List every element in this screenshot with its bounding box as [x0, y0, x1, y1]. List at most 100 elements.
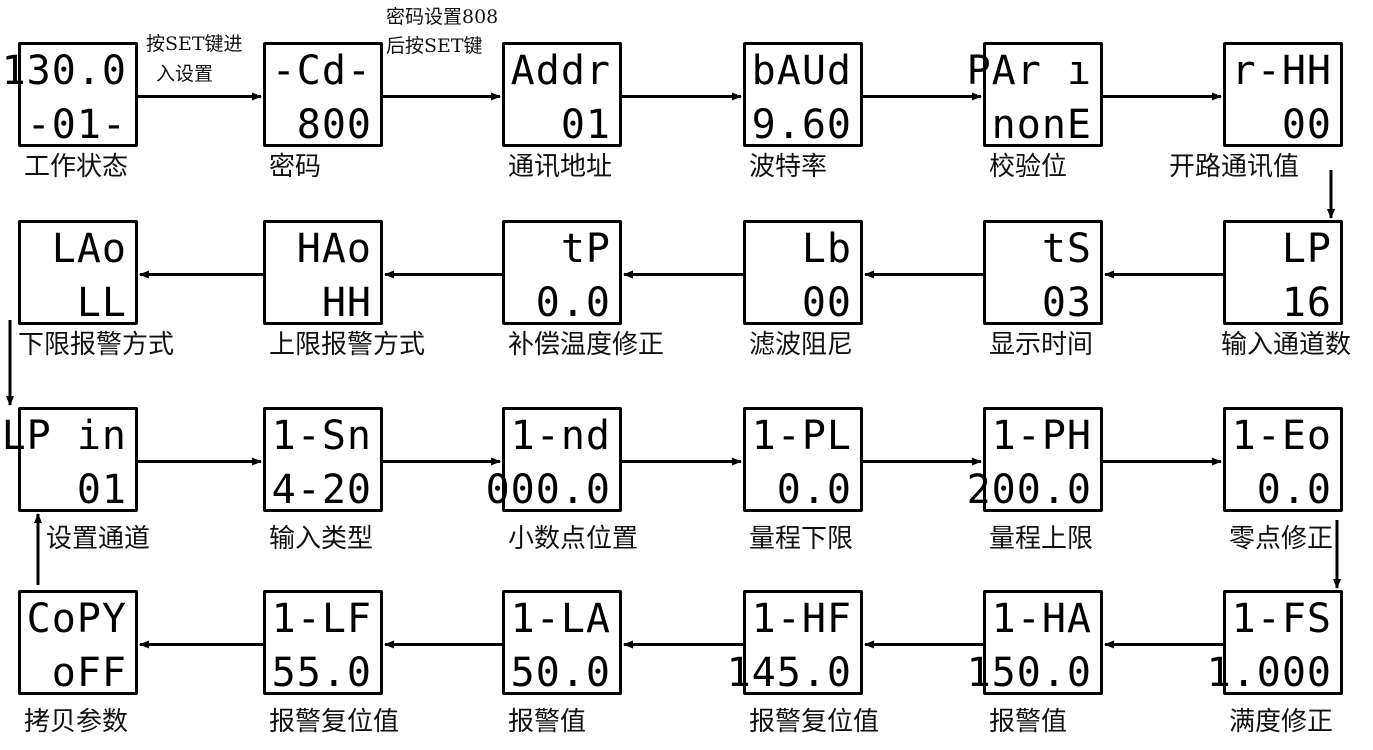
display-box: tS 03 [983, 220, 1103, 325]
display-line-1: 1-LF [271, 596, 372, 642]
display-box: 1-FS 1.000 [1207, 590, 1343, 695]
parameter-label: 满度修正 [1229, 707, 1334, 737]
parameter-label: 报警复位值 [749, 707, 880, 737]
display-line-2: oFF [51, 650, 127, 696]
parameter-label: 输入通道数 [1221, 330, 1352, 360]
display-line-1: 1-FS [1231, 596, 1332, 642]
parameter-label: 波特率 [749, 152, 828, 182]
display-line-2: 150.0 [966, 650, 1092, 696]
display-line-2: 000.0 [485, 467, 611, 513]
display-line-2: 55.0 [271, 650, 372, 696]
display-box: Lb 00 [743, 220, 863, 325]
display-line-1: -Cd- [271, 48, 372, 94]
display-line-2: 200.0 [966, 467, 1092, 513]
parameter-label: 工作状态 [24, 152, 129, 182]
display-box: CoPY oFF [18, 590, 138, 695]
parameter-label: 上限报警方式 [269, 330, 426, 360]
display-box: bAUd 9.60 [743, 42, 863, 147]
display-line-1: 1-nd [510, 413, 611, 459]
display-line-1: 1-HA [991, 596, 1092, 642]
display-line-2: 0.0 [535, 280, 611, 326]
display-line-1: CoPY [26, 596, 127, 642]
parameter-label: 拷贝参数 [24, 707, 129, 737]
display-box: -Cd- 800 [263, 42, 383, 147]
display-line-2: 01 [76, 467, 127, 513]
parameter-label: 报警值 [508, 707, 587, 737]
display-line-1: bAUd [751, 48, 852, 94]
display-box: 1-LF 55.0 [263, 590, 383, 695]
parameter-label: 小数点位置 [508, 524, 639, 554]
display-line-1: 1-PL [751, 413, 852, 459]
display-line-2: 01 [560, 102, 611, 148]
display-line-2: LL [76, 280, 127, 326]
parameter-label: 补偿温度修正 [508, 330, 665, 360]
display-line-2: 0.0 [1256, 467, 1332, 513]
display-line-1: PAr ı [966, 48, 1092, 94]
parameter-label: 校验位 [989, 152, 1068, 182]
display-box: LP 16 [1223, 220, 1343, 325]
display-line-2: 00 [801, 280, 852, 326]
display-line-1: HAo [296, 226, 372, 272]
display-box: LP in 01 [2, 407, 138, 513]
display-line-1: tS [1041, 226, 1092, 272]
display-line-2: -01- [26, 102, 127, 148]
parameter-label: 输入类型 [269, 524, 374, 554]
parameter-label: 开路通讯值 [1169, 152, 1300, 182]
display-line-2: 145.0 [726, 650, 852, 696]
display-box: 1-HF 145.0 [727, 590, 863, 695]
display-line-1: 130.0 [1, 48, 127, 94]
parameter-label: 设置通道 [46, 524, 151, 554]
set-enter-note-line1: 按SET键进 [146, 33, 243, 55]
display-box: 1-Eo 0.0 [1223, 407, 1343, 512]
display-box: r-HH 00 [1223, 42, 1343, 147]
display-line-1: LP in [1, 413, 127, 459]
display-line-1: 1-LA [510, 596, 611, 642]
set-enter-note-line2: 入设置 [156, 63, 214, 85]
parameter-label: 下限报警方式 [18, 330, 175, 360]
display-box: 1-PL 0.0 [743, 407, 863, 512]
parameter-label: 滤波阻尼 [749, 330, 854, 360]
display-line-1: Addr [510, 48, 611, 94]
display-line-1: Lb [801, 226, 852, 272]
display-box: 130.0 -01- [2, 42, 138, 148]
password-note-line2: 后按SET键 [386, 35, 483, 57]
display-line-2: 0.0 [776, 467, 852, 513]
display-box: 1-LA 50.0 [502, 590, 622, 695]
display-line-1: 1-PH [991, 413, 1092, 459]
display-line-2: 03 [1041, 280, 1092, 326]
parameter-label: 报警复位值 [269, 707, 400, 737]
display-line-2: 9.60 [751, 102, 852, 148]
display-box: 1-HA 150.0 [967, 590, 1103, 695]
display-line-2: 00 [1281, 102, 1332, 148]
display-line-2: 50.0 [510, 650, 611, 696]
display-line-2: 800 [296, 102, 372, 148]
parameter-label: 零点修正 [1229, 524, 1334, 554]
display-box: PAr ı nonE [967, 42, 1103, 148]
display-box: 1-PH 200.0 [967, 407, 1103, 512]
display-box: 1-Sn 4-20 [263, 407, 383, 512]
display-line-2: 4-20 [271, 467, 372, 513]
parameter-label: 量程下限 [749, 524, 854, 554]
display-line-1: LP [1281, 226, 1332, 272]
display-line-1: 1-Eo [1231, 413, 1332, 459]
display-line-1: LAo [51, 226, 127, 272]
parameter-label: 密码 [269, 152, 322, 182]
display-line-2: HH [321, 280, 372, 326]
display-line-2: 1.000 [1206, 650, 1332, 696]
display-line-1: 1-Sn [271, 413, 372, 459]
display-line-1: r-HH [1231, 48, 1332, 94]
display-box: 1-nd 000.0 [486, 407, 622, 512]
password-note-line1: 密码设置808 [386, 6, 499, 28]
display-box: Addr 01 [502, 42, 622, 147]
parameter-label: 量程上限 [989, 524, 1094, 554]
parameter-label: 通讯地址 [508, 152, 613, 182]
display-line-2: 16 [1281, 280, 1332, 326]
display-line-1: tP [560, 226, 611, 272]
parameter-label: 报警值 [989, 707, 1068, 737]
display-box: tP 0.0 [502, 220, 622, 325]
display-line-2: nonE [991, 102, 1092, 148]
display-line-1: 1-HF [751, 596, 852, 642]
